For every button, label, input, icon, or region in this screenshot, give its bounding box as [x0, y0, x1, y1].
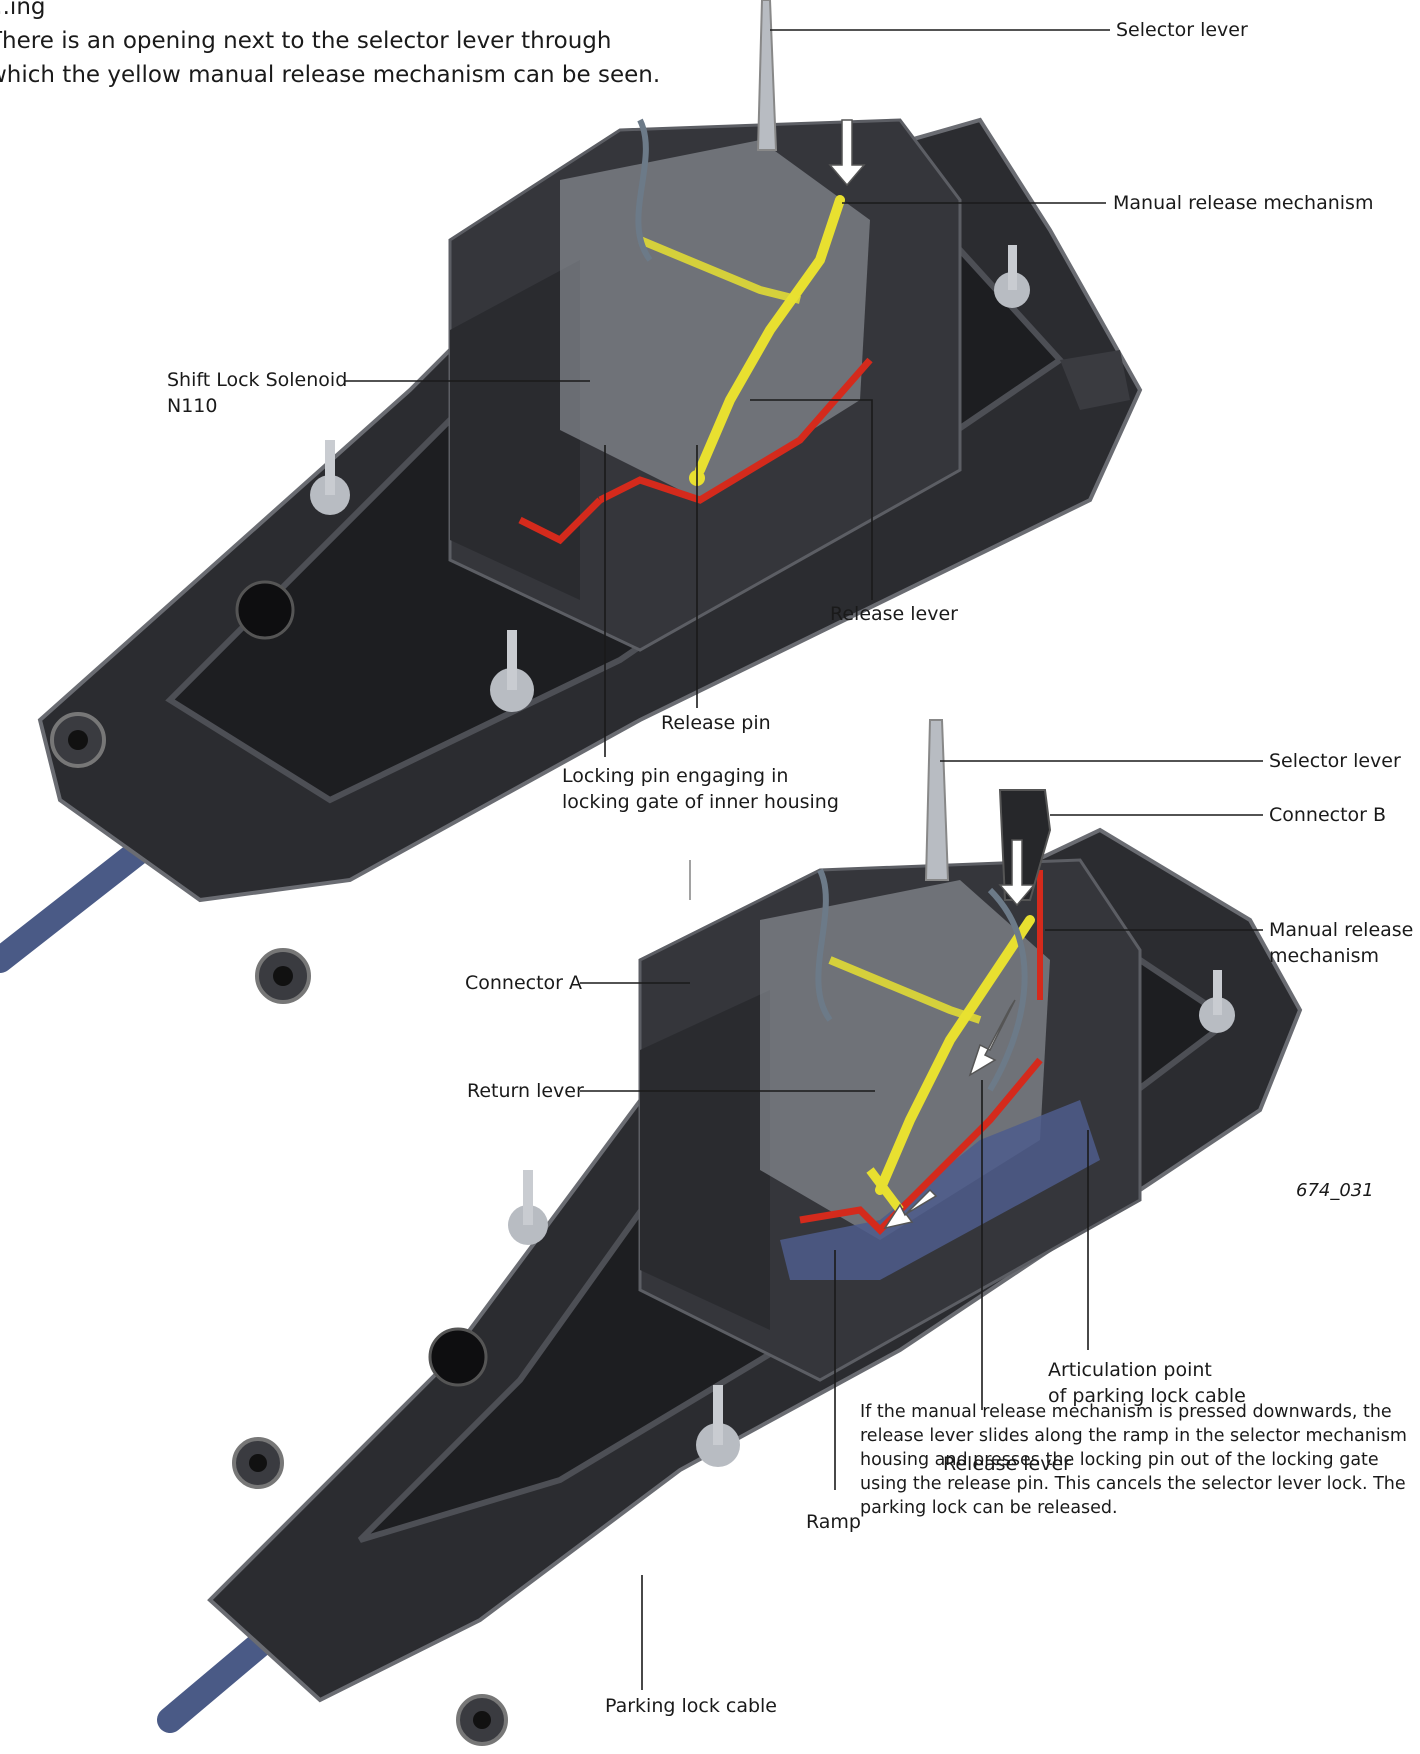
- top-red-section: [598, 357, 873, 504]
- label-bottom-release-lever: Release lever: [943, 1453, 1071, 1475]
- bottom-blue-lever: [780, 1100, 1100, 1280]
- intro-line-2: which the yellow manual release mechanis…: [0, 62, 661, 88]
- label-top-shift-lock-solenoid: Shift Lock Solenoid N110: [167, 367, 347, 419]
- label-top-selector-lever: Selector lever: [1116, 19, 1248, 41]
- bottom-red-section: [799, 1057, 1043, 1235]
- label-bottom-manual-release-line-1: Manual release: [1269, 919, 1414, 941]
- label-bottom-articulation-line-1: Articulation point: [1048, 1359, 1212, 1381]
- top-studs: [310, 245, 1030, 712]
- bottom-white-arrow-3: [883, 1188, 938, 1230]
- intro-line-1: There is an opening next to the selector…: [0, 28, 612, 54]
- bottom-selector-lever: [924, 719, 950, 881]
- label-top-shift-lock-line-2: N110: [167, 395, 218, 417]
- figure-number: 674_031: [1296, 1180, 1374, 1201]
- intro-text: ...ing There is an opening next to the s…: [0, 0, 661, 92]
- label-bottom-selector-lever: Selector lever: [1269, 750, 1401, 772]
- intro-line-0: ...ing: [0, 0, 46, 20]
- description-paragraph: If the manual release mechanism is press…: [860, 1402, 1407, 1518]
- label-bottom-articulation-point: Articulation point of parking lock cable: [1048, 1357, 1246, 1409]
- label-top-locking-pin-line-2: locking gate of inner housing: [562, 791, 839, 813]
- label-top-release-pin: Release pin: [661, 712, 771, 734]
- bottom-studs: [508, 970, 1235, 1467]
- top-white-arrow: [828, 119, 866, 187]
- label-bottom-return-lever: Return lever: [467, 1080, 584, 1102]
- label-top-release-lever: Release lever: [830, 603, 958, 625]
- bottom-yellow-release: [875, 915, 1035, 1195]
- label-top-locking-pin-line-1: Locking pin engaging in: [562, 765, 789, 787]
- label-bottom-articulation-line-2: of parking lock cable: [1048, 1385, 1246, 1407]
- label-top-manual-release: Manual release mechanism: [1113, 192, 1374, 214]
- bottom-white-arrow-1: [998, 839, 1036, 907]
- label-bottom-manual-release-line-2: mechanism: [1269, 945, 1380, 967]
- label-top-shift-lock-line-1: Shift Lock Solenoid: [167, 369, 348, 391]
- label-bottom-parking-lock-cable: Parking lock cable: [605, 1695, 777, 1717]
- label-top-locking-pin: Locking pin engaging in locking gate of …: [562, 763, 839, 815]
- top-yellow-release: [695, 195, 845, 475]
- top-selector-lever: [756, 0, 778, 151]
- bottom-white-arrow-2: [968, 999, 1016, 1077]
- label-bottom-ramp: Ramp: [806, 1511, 861, 1533]
- label-bottom-manual-release: Manual release mechanism: [1269, 917, 1413, 969]
- label-bottom-connector-a: Connector A: [465, 972, 583, 994]
- label-bottom-connector-b: Connector B: [1269, 804, 1387, 826]
